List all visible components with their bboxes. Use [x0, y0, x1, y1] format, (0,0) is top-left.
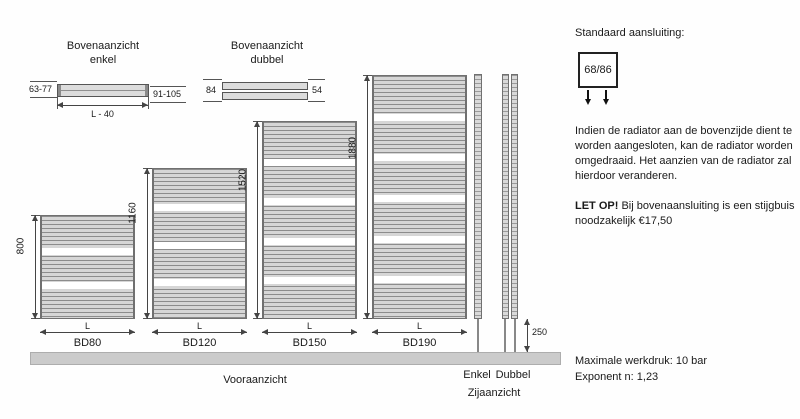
width-dimension-label: L	[416, 321, 422, 331]
top-view-single-title-line2: enkel	[89, 54, 117, 66]
width-dimension-line	[40, 329, 135, 335]
top-view-single-dim-right: 91-105	[153, 89, 182, 99]
floor-bar	[30, 352, 561, 365]
radiator-section-gap	[154, 242, 245, 249]
front-view-caption: Vooraanzicht	[223, 374, 287, 386]
radiator-section-gap	[374, 154, 465, 161]
top-view-double-profile-back	[222, 92, 308, 100]
radiator-section-gap	[374, 195, 465, 202]
top-view-single-dim-left: 63-77	[29, 84, 53, 94]
right-panel-heading: Standaard aansluiting:	[575, 27, 685, 39]
connection-pipe	[504, 319, 506, 352]
radiator-model-label: BD150	[292, 337, 327, 349]
width-dimension-line	[152, 329, 247, 335]
connection-height-dim-line	[524, 319, 530, 352]
dimension-tick	[308, 79, 325, 80]
dimension-tick	[30, 97, 57, 98]
height-dimension-line	[254, 121, 260, 319]
top-view-single-title-line1: Bovenaanzicht	[66, 40, 140, 52]
side-view-double-column-front	[502, 74, 509, 319]
warning-note: LET OP! Bij bovenaansluiting is een stij…	[575, 199, 799, 229]
top-view-double-title-line2: dubbel	[250, 54, 284, 66]
dimension-tick	[150, 86, 186, 87]
reversal-paragraph: Indien de radiator aan de bovenzijde die…	[575, 125, 793, 182]
width-dimension-line	[372, 329, 467, 335]
top-view-double-dim-left: 84	[206, 85, 217, 95]
connection-pipe	[477, 319, 479, 352]
dimension-tick	[203, 79, 222, 80]
dimension-tick	[150, 102, 186, 103]
side-view-caption: Zijaanzicht	[467, 387, 521, 399]
radiator-section-gap	[42, 248, 133, 255]
dimension-tick	[30, 81, 57, 82]
radiator-model-label: BD190	[402, 337, 437, 349]
down-arrow-icon	[584, 90, 591, 105]
top-view-double-title-line1: Bovenaanzicht	[230, 40, 304, 52]
radiator-section-gap	[374, 276, 465, 283]
radiator-section-gap	[374, 114, 465, 121]
radiator-model-label: BD80	[73, 337, 102, 349]
radiator-section-gap	[264, 159, 355, 166]
top-view-single-profile	[57, 84, 149, 97]
max-pressure-label: Maximale werkdruk: 10 bar	[575, 355, 708, 367]
radiator-front-bd190	[372, 75, 467, 319]
radiator-section-gap	[264, 198, 355, 205]
side-view-double-column-back	[511, 74, 518, 319]
side-view-single-column	[474, 74, 482, 319]
radiator-section-gap	[264, 277, 355, 284]
connection-size-box: 68/86	[578, 52, 618, 88]
dimension-tick	[308, 101, 325, 102]
radiator-section-gap	[374, 236, 465, 243]
exponent-label: Exponent n: 1,23	[575, 371, 659, 383]
dimension-tick	[203, 101, 222, 102]
width-dimension-label: L	[84, 321, 90, 331]
warning-note-text: Bij bovenaansluiting is een stijgbuis no…	[575, 200, 795, 227]
radiator-section-gap	[264, 238, 355, 245]
top-view-single-dim-bottom: L - 40	[91, 109, 114, 119]
top-view-single-width-dim-line	[57, 102, 148, 108]
width-dimension-label: L	[196, 321, 202, 331]
warning-note-bold: LET OP!	[575, 200, 619, 212]
connection-height-dim-label: 250	[532, 327, 548, 337]
connection-pipe	[514, 319, 516, 352]
side-view-label-single: Enkel	[463, 369, 491, 381]
connection-size-label: 68/86	[584, 64, 612, 76]
dimension-tick	[148, 97, 149, 109]
radiator-section-gap	[154, 279, 245, 286]
down-arrow-icon	[602, 90, 609, 105]
height-dimension-line	[32, 215, 38, 319]
radiator-section-gap	[154, 204, 245, 211]
radiator-section-gap	[42, 282, 133, 289]
top-view-double-dim-right: 54	[312, 85, 323, 95]
radiator-model-label: BD120	[182, 337, 217, 349]
height-dimension-line	[144, 168, 150, 319]
radiator-front-bd120	[152, 168, 247, 319]
side-view-label-double: Dubbel	[495, 369, 531, 381]
width-dimension-line	[262, 329, 357, 335]
top-view-double-profile-front	[222, 82, 308, 90]
width-dimension-label: L	[306, 321, 312, 331]
radiator-front-bd150	[262, 121, 357, 319]
height-dimension-line	[364, 75, 370, 319]
radiator-front-bd80	[40, 215, 135, 319]
